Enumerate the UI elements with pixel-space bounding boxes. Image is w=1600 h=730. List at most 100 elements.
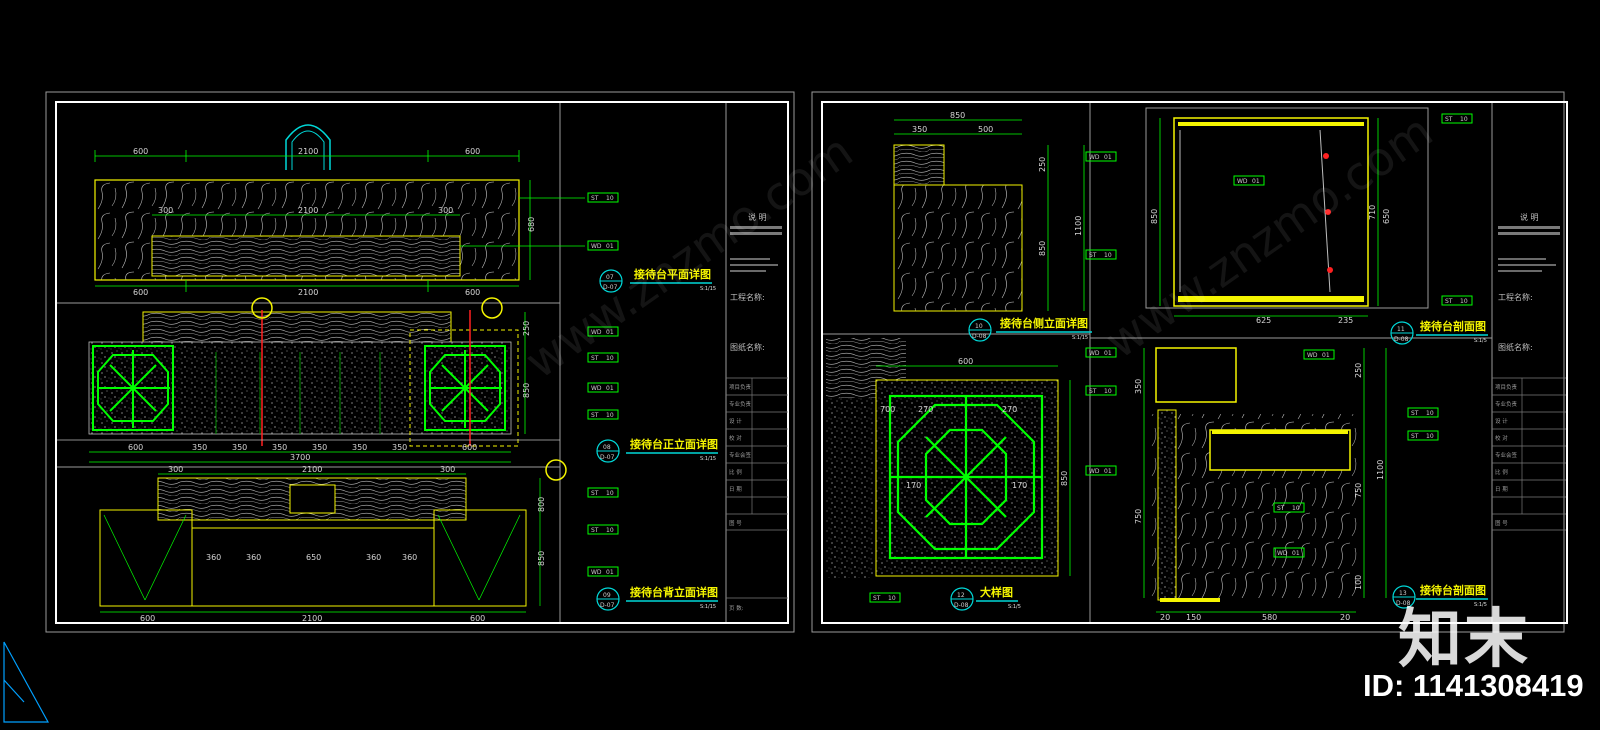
tag-num: 01 <box>606 569 614 576</box>
tag-code: ST <box>1411 433 1419 440</box>
dim-label: 750 <box>1354 483 1363 498</box>
tag-code: WD <box>591 243 602 250</box>
view-number: 11 <box>1397 326 1405 333</box>
dim-label: 350 <box>392 443 407 452</box>
dim-label: 360 <box>402 553 417 562</box>
tag-num: 01 <box>1104 350 1112 357</box>
plan-view-07: 600 2100 600 2100 300 300 600 2100 600 6… <box>94 124 585 297</box>
dim-label: 20 <box>1160 613 1170 622</box>
tag-code: ST <box>591 527 599 534</box>
view-ref: D-08 <box>1394 336 1409 343</box>
notes-label: 说 明 <box>748 212 767 222</box>
view-scale: S:1/15 <box>700 456 716 462</box>
tb-row-label: 项目负责 <box>1495 383 1518 391</box>
dim-label: 300 <box>438 206 453 215</box>
view-title: 接待台背立面详图 <box>630 585 718 599</box>
tb-row-label: 图 号 <box>1495 519 1508 527</box>
dim-label: 600 <box>133 147 148 156</box>
tag-num: 10 <box>606 195 614 202</box>
tag-code: ST <box>591 412 599 419</box>
view-title-07: 07 D-07 接待台平面详图 S:1/15 <box>599 267 716 293</box>
dim-label: 250 <box>1038 157 1047 172</box>
dim-label: 2100 <box>298 288 318 297</box>
tag-code: WD <box>1089 154 1100 161</box>
tag-num: 10 <box>606 490 614 497</box>
view-title-13: 13 D-08 接待台剖面图 S:1/5 <box>1392 583 1488 609</box>
dim-label: 350 <box>1134 379 1143 394</box>
dim-label: 350 <box>232 443 247 452</box>
dim-label: 150 <box>1186 613 1201 622</box>
section-view-13: 20 150 580 20 350 750 250 1100 750 100 <box>1134 347 1387 622</box>
tag-code: ST <box>1445 298 1453 305</box>
tag-num: 10 <box>888 595 896 602</box>
tag-num: 10 <box>606 412 614 419</box>
tag-num: 10 <box>1104 388 1112 395</box>
dim-label: 360 <box>246 553 261 562</box>
tb-row-label: 设 计 <box>1495 417 1508 425</box>
tag-num: 10 <box>1460 298 1468 305</box>
dim-label: 300 <box>158 206 173 215</box>
dim-label: 3700 <box>290 453 310 462</box>
view-number: 10 <box>975 323 983 330</box>
tag-code: ST <box>1089 252 1097 259</box>
dim-label: 2100 <box>302 614 322 623</box>
project-label: 工程名称: <box>730 292 765 302</box>
view-number: 09 <box>603 592 611 599</box>
ucs-icon <box>3 641 50 723</box>
lattice-panel-right <box>424 345 506 431</box>
tag-code: ST <box>591 355 599 362</box>
back-elevation-09: 300 2100 300 360 360 650 360 360 600 210… <box>99 465 546 623</box>
sheet-2: 850 350 500 250 1100 850 625 235 850 710… <box>811 91 1568 633</box>
dim-label: 600 <box>470 614 485 623</box>
view-title: 接待台剖面图 <box>1420 583 1486 597</box>
image-id-label: ID: 1141308419 <box>1363 668 1584 703</box>
dim-label: 710 <box>1368 205 1377 220</box>
dim-label: 850 <box>537 551 546 566</box>
view-ref: D-07 <box>603 284 618 291</box>
lattice-detail <box>888 394 1044 560</box>
view-scale: S:1/15 <box>700 286 716 292</box>
tag-num: 10 <box>1426 410 1434 417</box>
tag-num: 01 <box>606 243 614 250</box>
dim-label: 600 <box>465 288 480 297</box>
material-tag: ST 10 <box>587 524 619 535</box>
view-title: 大样图 <box>980 585 1013 599</box>
dim-label: 850 <box>1150 209 1159 224</box>
tb-row-label: 项目负责 <box>729 383 752 391</box>
watermark-text: www.znzmo.com <box>1095 104 1442 369</box>
dim-label: 350 <box>272 443 287 452</box>
dim-label: 2100 <box>298 206 318 215</box>
dim-label: 500 <box>978 125 993 134</box>
tag-num: 10 <box>606 527 614 534</box>
sheet-2-outer-frame <box>811 91 1565 633</box>
dim-label: 360 <box>366 553 381 562</box>
dim-label: 170 <box>1012 481 1027 490</box>
tb-row-label: 比 例 <box>729 468 742 476</box>
material-tag: WD 01 <box>587 240 619 251</box>
tag-num: 01 <box>1322 352 1330 359</box>
dim-label: 800 <box>537 497 546 512</box>
tag-code: WD <box>591 329 602 336</box>
tb-row-label: 校 对 <box>1495 434 1508 442</box>
dim-label: 1100 <box>1376 460 1385 480</box>
tag-num: 10 <box>1460 116 1468 123</box>
tag-num: 01 <box>1104 154 1112 161</box>
dim-label: 170 <box>906 481 921 490</box>
dim-label: 850 <box>1038 241 1047 256</box>
tag-code: WD <box>1089 468 1100 475</box>
tb-page-label: 页 数: <box>729 604 744 612</box>
dim-label: 350 <box>352 443 367 452</box>
dim-label: 850 <box>950 111 965 120</box>
tag-code: WD <box>1307 352 1318 359</box>
view-scale: S:1/5 <box>1474 602 1487 608</box>
material-tag: WD 01 <box>1085 151 1117 162</box>
tag-code: WD <box>1237 178 1248 185</box>
dim-label: 600 <box>462 443 477 452</box>
dim-label: 250 <box>522 321 531 336</box>
